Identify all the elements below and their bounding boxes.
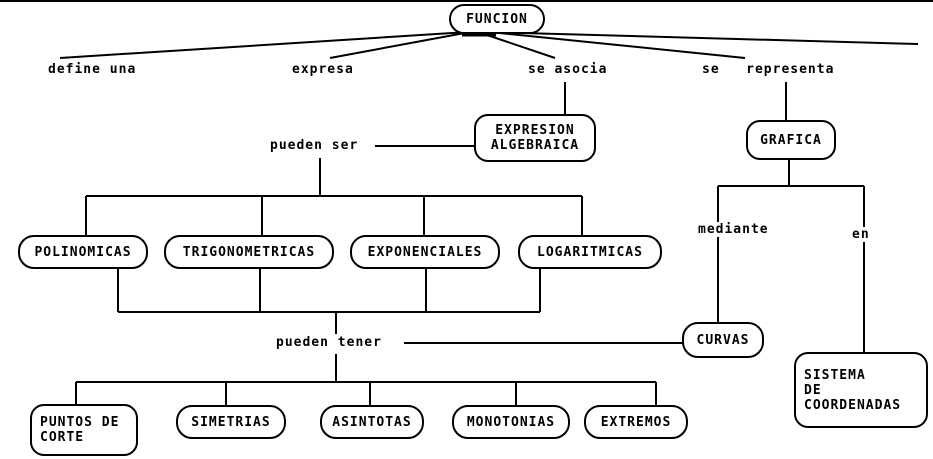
node-expresion-algebraica: EXPRESION ALGEBRAICA (474, 114, 596, 162)
node-grafica: GRAFICA (746, 120, 836, 160)
node-funcion: FUNCION (449, 4, 545, 34)
label-pueden-ser: pueden ser (270, 138, 359, 153)
node-extremos: EXTREMOS (584, 405, 688, 439)
label-define-una: define una (48, 62, 137, 77)
node-curvas: CURVAS (682, 322, 764, 358)
label-se-representa: se representa (702, 62, 835, 77)
node-sistema-coordenadas: SISTEMA DE COORDENADAS (794, 352, 928, 428)
node-logaritmicas: LOGARITMICAS (518, 235, 662, 269)
node-asintotas: ASINTOTAS (320, 405, 424, 439)
label-expresa: expresa (292, 62, 354, 77)
node-monotonias: MONOTONIAS (452, 405, 570, 439)
label-en: en (852, 227, 870, 242)
node-polinomicas: POLINOMICAS (18, 235, 148, 269)
node-puntos-de-corte: PUNTOS DE CORTE (30, 404, 138, 456)
node-trigonometricas: TRIGONOMETRICAS (164, 235, 334, 269)
label-pueden-tener: pueden tener (276, 335, 382, 350)
node-simetrias: SIMETRIAS (176, 405, 286, 439)
label-se-asocia: se asocia (528, 62, 608, 77)
node-exponenciales: EXPONENCIALES (350, 235, 500, 269)
label-mediante: mediante (698, 222, 769, 237)
